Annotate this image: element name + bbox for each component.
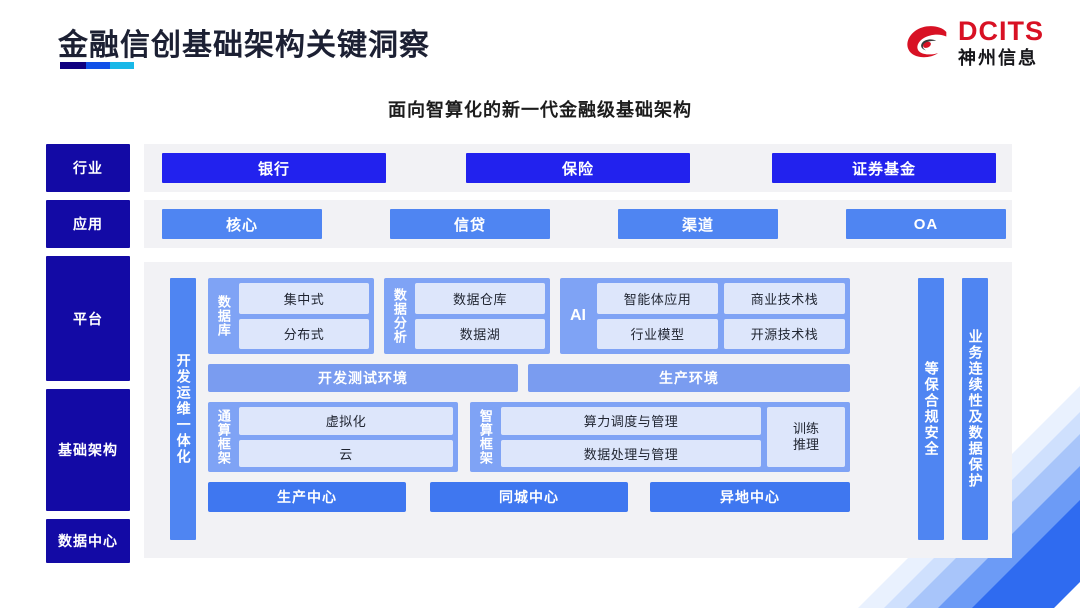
rule-segment-cyan [110,62,134,69]
cell-distributed[interactable]: 分布式 [239,318,369,349]
cell-compute-scheduling[interactable]: 算力调度与管理 [501,407,761,435]
group-ai-cells: 智能体应用 商业技术栈 行业模型 开源技术栈 [597,283,845,349]
cell-data-lake[interactable]: 数据湖 [415,318,545,349]
layer-rail: 行业 应用 平台 基础架构 数据中心 [46,144,130,563]
cell-cloud[interactable]: 云 [239,439,453,467]
group-database-cells: 集中式 分布式 [239,283,369,349]
rail-item-industry: 行业 [46,144,130,192]
industry-chip-bank[interactable]: 银行 [162,153,386,183]
sidebar-security-compliance: 等保合规安全 [918,278,944,540]
cell-training-inference[interactable]: 训练 推理 [767,407,845,467]
industry-chip-securities-fund[interactable]: 证券基金 [772,153,996,183]
cell-opensource-tech-stack[interactable]: 开源技术栈 [724,318,845,349]
group-general-compute-framework: 通算框架 虚拟化 云 [208,402,458,472]
cell-data-warehouse[interactable]: 数据仓库 [415,283,545,314]
application-chip-row: 核心 信贷 渠道 OA [144,200,1012,248]
group-row: 智能体应用 商业技术栈 [597,283,845,314]
rail-item-platform: 平台 [46,256,130,381]
group-row: 云 [239,439,453,467]
group-row: 虚拟化 [239,407,453,435]
group-general-compute-cells: 虚拟化 云 [239,407,453,467]
group-row: 行业模型 开源技术栈 [597,318,845,349]
rule-segment-blue [86,62,110,69]
rail-item-infrastructure: 基础架构 [46,389,130,511]
app-chip-core[interactable]: 核心 [162,209,322,239]
group-data-analytics-cells: 数据仓库 数据湖 [415,283,545,349]
cell-virtualization[interactable]: 虚拟化 [239,407,453,435]
sidebar-business-continuity: 业务连续性及数据保护 [962,278,988,540]
env-dev-test[interactable]: 开发测试环境 [208,364,518,392]
dcits-swirl-icon [907,25,947,57]
group-intelligent-compute-framework: 智算框架 算力调度与管理 数据处理与管理 训练 推理 [470,402,850,472]
logo-wordmark: DCITS 神州信息 [958,16,1044,68]
diagram-subtitle: 面向智算化的新一代金融级基础架构 [388,100,692,120]
industry-chip-row: 银行 保险 证券基金 [144,144,1012,192]
cell-centralized[interactable]: 集中式 [239,283,369,314]
group-row: 数据处理与管理 [501,439,761,467]
cell-agent-application[interactable]: 智能体应用 [597,283,718,314]
sidebar-devops: 开发运维一体化 [170,278,196,540]
group-ai: AI 智能体应用 商业技术栈 行业模型 开源技术栈 [560,278,850,354]
group-row: 集中式 [239,283,369,314]
main-inner-area: 数据库 集中式 分布式 数据分析 数据仓库 [208,278,906,542]
group-ai-title: AI [570,306,586,324]
rail-item-application: 应用 [46,200,130,248]
group-database-title: 数据库 [215,295,231,337]
datacenter-remote[interactable]: 异地中心 [650,482,850,512]
datacenter-metro[interactable]: 同城中心 [430,482,628,512]
title-underline-rule [60,62,134,69]
logo-chinese-text: 神州信息 [958,48,1038,68]
brand-logo: DCITS 神州信息 [904,18,1044,67]
cell-industry-model[interactable]: 行业模型 [597,318,718,349]
group-intelligent-compute-cells: 算力调度与管理 数据处理与管理 [501,407,761,467]
cell-data-processing[interactable]: 数据处理与管理 [501,439,761,467]
group-row: 分布式 [239,318,369,349]
group-row: 算力调度与管理 [501,407,761,435]
env-production[interactable]: 生产环境 [528,364,850,392]
page-title: 金融信创基础架构关键洞察 [58,29,430,62]
application-band: 核心 信贷 渠道 OA [144,200,1012,248]
logo-english-text: DCITS [958,16,1044,46]
group-row: 数据仓库 [415,283,545,314]
datacenter-production[interactable]: 生产中心 [208,482,406,512]
cell-commercial-tech-stack[interactable]: 商业技术栈 [724,283,845,314]
group-row: 数据湖 [415,318,545,349]
platform-infrastructure-band: 开发运维一体化 等保合规安全 业务连续性及数据保护 数据库 集中式 分布式 数据… [144,262,1012,558]
group-intelligent-compute-title: 智算框架 [477,409,493,465]
industry-chip-insurance[interactable]: 保险 [466,153,690,183]
group-database: 数据库 集中式 分布式 [208,278,374,354]
rule-segment-navy [60,62,86,69]
group-data-analytics: 数据分析 数据仓库 数据湖 [384,278,550,354]
app-chip-credit[interactable]: 信贷 [390,209,550,239]
app-chip-oa[interactable]: OA [846,209,1006,239]
group-data-analytics-title: 数据分析 [391,288,407,344]
app-chip-channel[interactable]: 渠道 [618,209,778,239]
industry-band: 银行 保险 证券基金 [144,144,1012,192]
rail-item-datacenter: 数据中心 [46,519,130,563]
group-general-compute-title: 通算框架 [215,409,231,465]
